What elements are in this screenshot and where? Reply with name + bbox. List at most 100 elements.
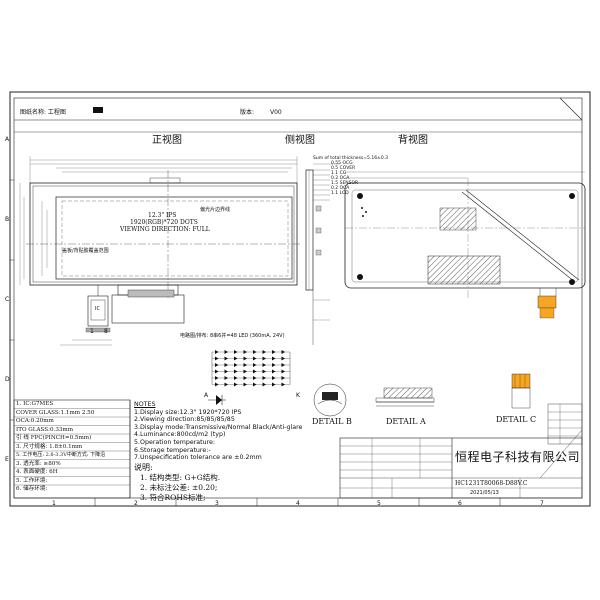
- led-diode: [262, 363, 266, 367]
- led-diode: [224, 369, 228, 374]
- notes-cn-heading: 说明:: [134, 462, 153, 472]
- title-block-grid: [339, 429, 583, 499]
- zone-col-5: 5: [377, 500, 381, 507]
- led-diode: [262, 350, 266, 354]
- led-diode: [272, 363, 276, 367]
- detail-c-label: DETAIL C: [496, 415, 537, 424]
- back-view-geometry: [344, 171, 586, 319]
- led-diode: [262, 376, 266, 380]
- note-cn-item: 2. 未标注公差: ±0.20;: [140, 482, 218, 492]
- detail-c-geometry: [511, 373, 583, 445]
- front-view-geometry: [19, 156, 300, 346]
- spec-row: 3. 尺寸规格: 1.8±0.1mm: [16, 443, 83, 450]
- led-matrix: [211, 350, 291, 387]
- detail-b-label: DETAIL B: [312, 417, 352, 426]
- spec-row: 5. 工作环境:: [16, 477, 48, 484]
- notes-block: NOTES 1.Display size:12.3" 1920*720 IPS …: [134, 401, 334, 503]
- version-label: 版本:: [240, 109, 255, 116]
- panel-viewing-text: VIEWING DIRECTION: FULL: [120, 226, 210, 233]
- side-layer-callout: 0.5 COVER: [331, 166, 356, 171]
- note-item: 6.Storage temperature:-: [134, 446, 211, 454]
- diode-symbol: [208, 395, 226, 405]
- connector-orange: [537, 295, 557, 309]
- led-diode: [224, 376, 228, 380]
- note-item: 2.Viewing direction:85/85/85/85: [134, 416, 235, 424]
- led-diode: [215, 376, 219, 380]
- spec-row: COVER GLASS:1.1mm 2.50: [16, 409, 95, 416]
- led-diode: [281, 369, 285, 374]
- led-circuit-label: 电路图/排布: 8串6并=48 LED (360mA, 24V): [180, 333, 285, 339]
- side-layer-callout: 0.2 OCA: [331, 186, 350, 191]
- side-view-title: 侧视图: [285, 135, 315, 146]
- fpc-pin-b: 8: [104, 328, 108, 335]
- led-diode: [234, 382, 238, 387]
- led-diode: [281, 382, 285, 387]
- detail-a-label: DETAIL A: [386, 417, 426, 426]
- zone-row-b: B: [5, 216, 10, 223]
- led-diode: [243, 369, 247, 374]
- led-diode: [234, 363, 238, 367]
- side-view-geometry: [305, 163, 340, 345]
- panel-size-text: 12.3" IPS: [148, 212, 177, 219]
- led-diode: [215, 382, 219, 387]
- led-diode: [243, 376, 247, 380]
- led-diode: [253, 363, 257, 367]
- outer-frame: [9, 91, 591, 507]
- side-layer-callout: 1.1 LCD: [331, 191, 349, 196]
- spec-table-grid: [13, 399, 131, 499]
- polarizer-callout: 偏光片边界线: [200, 207, 231, 213]
- side-layer-callout: 0.2 OCA: [331, 176, 350, 181]
- led-diode: [253, 356, 257, 361]
- led-diode: [234, 356, 238, 361]
- note-item: 3.Display mode:Transmissive/Normal Black…: [134, 423, 303, 431]
- fpc-pin-a: 1: [90, 328, 94, 335]
- fpc-ic-label: IC: [95, 306, 100, 312]
- led-diode: [243, 382, 247, 387]
- spec-row: 1. IC:G7MES: [16, 401, 54, 407]
- zone-col-4: 4: [296, 500, 300, 507]
- company-name: 恒程电子科技有限公司: [455, 450, 581, 464]
- led-diode: [253, 350, 257, 354]
- detail-b-geometry: [313, 383, 347, 417]
- zone-col-7: 7: [540, 500, 544, 507]
- version-value: V00: [270, 109, 282, 116]
- part-number: HC1231T80068-D88V.C: [455, 480, 528, 487]
- zone-row-e: E: [5, 456, 9, 463]
- led-diode: [253, 382, 257, 387]
- led-diode: [215, 369, 219, 374]
- led-diode: [272, 369, 276, 374]
- led-diode: [272, 350, 276, 354]
- drawing-date: 2021/05/13: [470, 490, 499, 496]
- title-mark: [93, 107, 103, 113]
- led-diode: [215, 356, 219, 361]
- panel-resolution-text: 1920(RGB)*720 DOTS: [130, 219, 198, 226]
- side-layer-callout: 1.1 CG: [331, 171, 347, 176]
- spec-row: OCA:0.20mm: [16, 418, 54, 424]
- led-diode: [262, 382, 266, 387]
- note-cn-item: 3. 符合ROHS标准;: [140, 492, 206, 502]
- led-diode: [281, 350, 285, 354]
- zone-col-1: 1: [52, 500, 56, 507]
- cathode-label: K: [296, 392, 300, 399]
- led-diode: [262, 356, 266, 361]
- led-diode: [224, 356, 228, 361]
- led-diode: [234, 376, 238, 380]
- drawing-name-label: 图纸名称: 工程图: [20, 109, 66, 116]
- led-diode: [243, 350, 247, 354]
- led-diode: [272, 382, 276, 387]
- adhesive-callout: 盖板/背贴胶覆盖范围: [62, 248, 109, 254]
- led-diode: [224, 363, 228, 367]
- spec-row: ITO GLASS:0.33mm: [16, 426, 74, 433]
- led-diode: [243, 356, 247, 361]
- note-item: 4.Luminance:800cd/m2 (typ): [134, 431, 226, 439]
- zone-col-3: 3: [215, 500, 219, 507]
- zone-row-a: A: [5, 136, 10, 143]
- led-diode: [281, 356, 285, 361]
- zone-row-c: C: [5, 296, 10, 303]
- note-cn-item: 1. 结构类型: G+G结构.: [140, 472, 221, 482]
- led-diode: [215, 363, 219, 367]
- led-diode: [215, 350, 219, 354]
- front-view-title: 正视图: [152, 135, 182, 146]
- zone-col-2: 2: [134, 500, 138, 507]
- note-item: 7.Unspecification tolerance are ±0.2mm: [134, 454, 262, 462]
